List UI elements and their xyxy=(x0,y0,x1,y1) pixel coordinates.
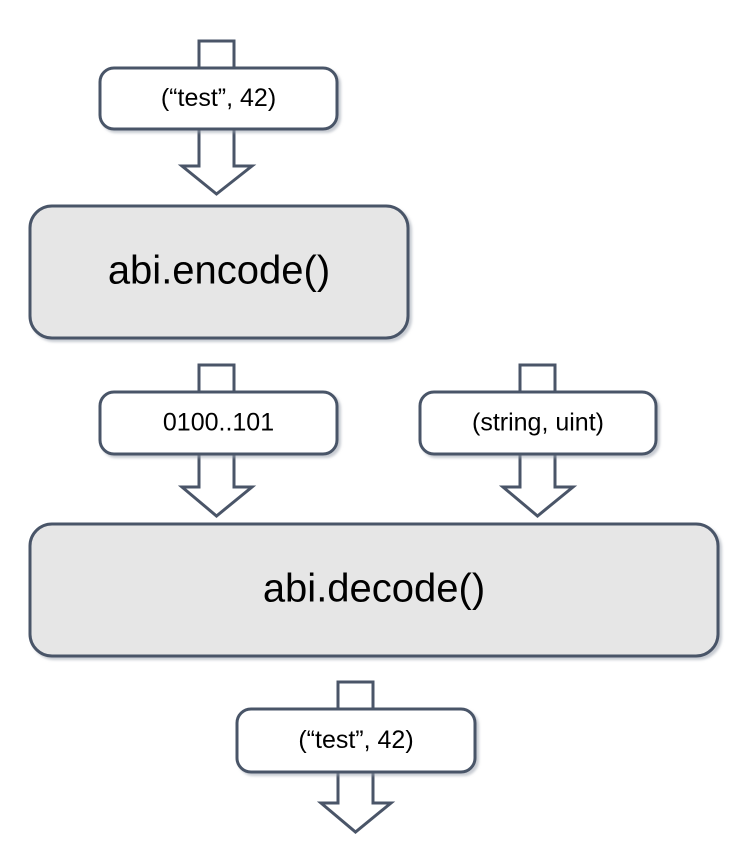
node-output-tuple[interactable]: (“test”, 42) xyxy=(235,707,477,774)
node-label-encoded-bytes: 0100..101 xyxy=(163,409,274,437)
node-box-type-tuple xyxy=(418,390,658,456)
connector-arrow-types-to-decode xyxy=(498,453,578,518)
nodes-layer: (“test”, 42) abi.encode() 0100..101 (string… xyxy=(28,66,720,774)
node-label-abi-encode: abi.encode() xyxy=(108,249,330,293)
node-box-encoded-bytes xyxy=(98,390,339,456)
node-abi-encode[interactable]: abi.encode() xyxy=(28,204,410,340)
connector-stub-into-types xyxy=(518,363,557,394)
node-input-tuple[interactable]: (“test”, 42) xyxy=(98,66,339,131)
node-label-type-tuple: (string, uint) xyxy=(472,409,604,437)
node-label-abi-decode: abi.decode() xyxy=(263,567,485,611)
connector-stub-decode-to-output xyxy=(336,680,375,711)
node-abi-decode[interactable]: abi.decode() xyxy=(28,522,720,658)
node-label-input-tuple: (“test”, 42) xyxy=(161,84,276,112)
node-box-abi-decode xyxy=(28,522,720,658)
node-label-output-tuple: (“test”, 42) xyxy=(298,726,413,754)
node-encoded-bytes[interactable]: 0100..101 xyxy=(98,390,339,456)
node-box-input-tuple xyxy=(98,66,339,131)
node-box-output-tuple xyxy=(235,707,477,774)
connectors-layer xyxy=(177,39,578,834)
connector-arrow-output-down xyxy=(316,771,396,834)
node-type-tuple[interactable]: (string, uint) xyxy=(418,390,658,456)
node-box-abi-encode xyxy=(28,204,410,340)
connector-stub-into-input xyxy=(197,39,236,70)
connector-arrow-encoded-to-decode xyxy=(177,453,257,518)
connector-stub-into-encoded xyxy=(197,363,236,394)
connector-arrow-input-to-encode xyxy=(177,128,257,196)
